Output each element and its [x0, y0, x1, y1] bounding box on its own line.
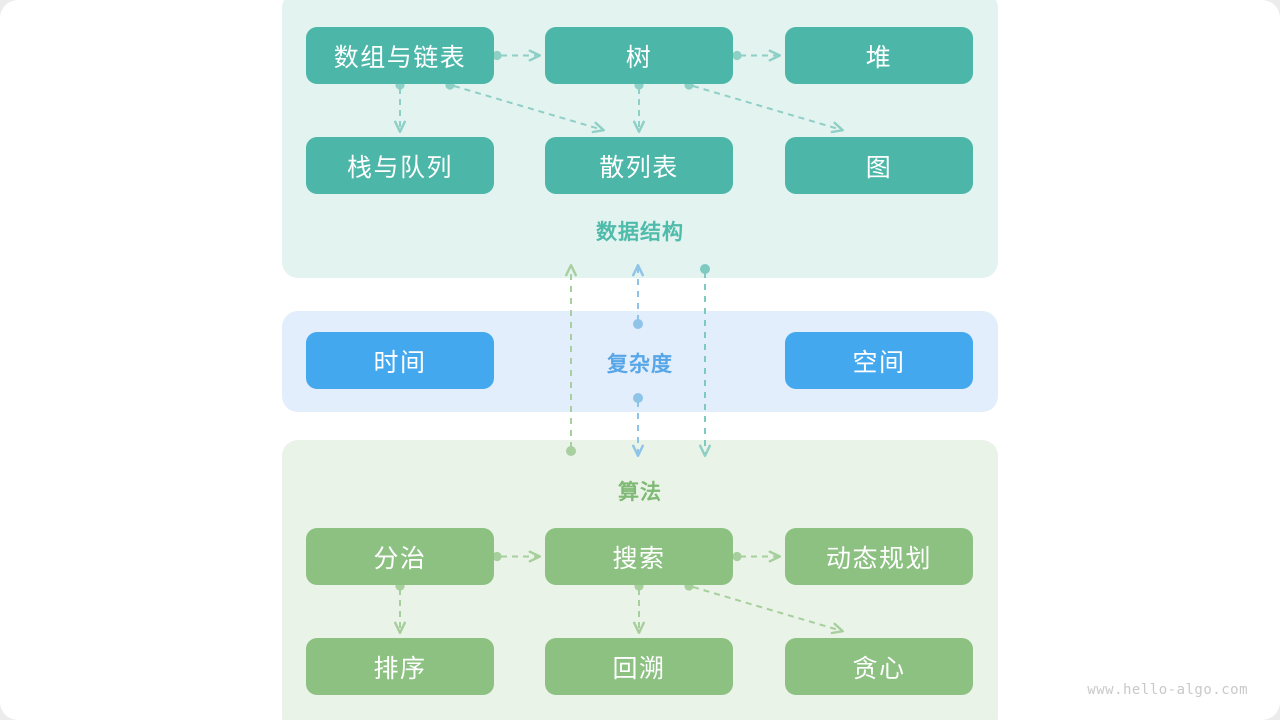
section-title-algorithm: 算法: [618, 481, 662, 504]
node-heap[interactable]: 堆: [785, 27, 973, 84]
node-graph[interactable]: 图: [785, 137, 973, 194]
node-time-complexity[interactable]: 时间: [306, 332, 494, 389]
node-sorting[interactable]: 排序: [306, 638, 494, 695]
node-search[interactable]: 搜索: [545, 528, 733, 585]
node-greedy[interactable]: 贪心: [785, 638, 973, 695]
node-dynamic-programming[interactable]: 动态规划: [785, 528, 973, 585]
section-title-complexity: 复杂度: [607, 353, 673, 376]
node-divide-and-conquer[interactable]: 分治: [306, 528, 494, 585]
node-array-and-linked-list[interactable]: 数组与链表: [306, 27, 494, 84]
node-hash-table[interactable]: 散列表: [545, 137, 733, 194]
node-tree[interactable]: 树: [545, 27, 733, 84]
watermark-url: www.hello-algo.com: [1087, 682, 1248, 698]
node-stack-and-queue[interactable]: 栈与队列: [306, 137, 494, 194]
section-title-data-structure: 数据结构: [596, 221, 684, 244]
node-space-complexity[interactable]: 空间: [785, 332, 973, 389]
node-backtracking[interactable]: 回溯: [545, 638, 733, 695]
